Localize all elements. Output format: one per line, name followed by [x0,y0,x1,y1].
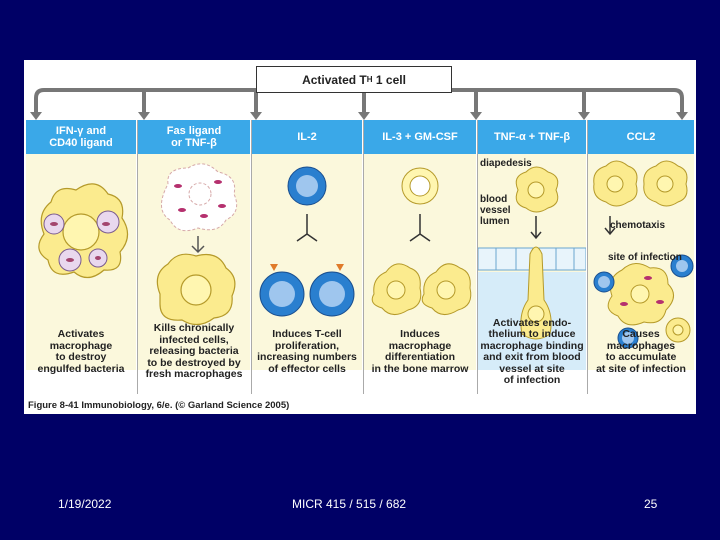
column-fas-ligand: Fas ligand or TNF-β [138,120,250,370]
column-illustration [138,154,250,370]
column-effect-text: Causes macrophages to accumulate at site… [588,312,694,392]
figure-caption: Figure 8-41 Immunobiology, 6/e. (© Garla… [28,400,290,411]
top-label-sub: H [366,75,373,84]
label-text: blood vessel lumen [480,194,511,227]
column-header: IL-2 [252,120,362,154]
column-effect-text: Induces macrophage differentiation in th… [364,312,476,392]
column-illustration [252,154,362,370]
site-of-infection-label: site of infection [608,252,682,263]
column-divider [251,120,252,394]
column-tnf: TNF-α + TNF-β diapedesis blood vessel lu… [478,120,586,370]
distribution-arrows [30,88,688,120]
column-il-2: IL-2 [252,120,362,370]
label-text: chemotaxis [610,220,666,231]
column-il-3-gm-csf: IL-3 + GM-CSF [364,120,476,370]
column-ccl2: CCL2 chemotaxis site of infection [588,120,694,370]
column-header: TNF-α + TNF-β [478,120,586,154]
t-cell-proliferation-icon [259,166,355,317]
column-effect-text: Activates endo- thelium to induce macrop… [478,312,586,392]
effect-text: Induces T-cell proliferation, increasing… [257,328,357,375]
label-text: site of infection [608,252,682,263]
column-illustration [26,154,136,370]
macrophage-differentiation-icon [371,167,472,315]
column-illustration: diapedesis blood vessel lumen [478,154,586,370]
effect-text: Activates macrophage to destroy engulfed… [37,328,125,375]
infected-cell-lysis-icon [156,163,238,326]
column-illustration: chemotaxis site of infection [588,154,694,370]
column-effect-text: Induces T-cell proliferation, increasing… [252,312,362,392]
top-label-end: 1 cell [375,72,406,87]
column-header: Fas ligand or TNF-β [138,120,250,154]
column-header: IFN-γ and CD40 ligand [26,120,136,154]
footer-date: 1/19/2022 [58,497,112,511]
column-header-text: TNF-α + TNF-β [493,131,571,143]
column-header: IL-3 + GM-CSF [364,120,476,154]
blood-vessel-label: blood vessel lumen [480,194,511,227]
effect-text: Kills chronically infected cells, releas… [145,322,243,381]
column-header-text: IFN-γ and CD40 ligand [49,125,113,149]
column-header-text: IL-3 + GM-CSF [382,131,458,143]
column-header-text: CCL2 [626,131,656,143]
label-text: diapedesis [480,158,532,169]
diapedesis-label: diapedesis [480,158,532,169]
activated-macrophage-icon [38,183,129,279]
column-header-text: IL-2 [297,131,317,143]
column-divider [137,120,138,394]
column-divider [363,120,364,394]
effect-text: Causes macrophages to accumulate at site… [596,328,686,375]
effect-text: Induces macrophage differentiation in th… [371,328,469,375]
column-divider [587,120,588,394]
effect-text: Activates endo- thelium to induce macrop… [480,316,584,386]
chemotaxis-icon [593,160,694,349]
chemotaxis-label: chemotaxis [610,220,665,231]
top-label: Activated T [302,72,367,87]
column-effect-text: Activates macrophage to destroy engulfed… [26,312,136,392]
diapedesis-icon [478,166,586,370]
footer-page-number: 25 [644,497,658,511]
column-effect-text: Kills chronically infected cells, releas… [138,312,250,392]
footer-course: MICR 415 / 515 / 682 [292,497,407,511]
column-illustration [364,154,476,370]
column-header-text: Fas ligand or TNF-β [166,125,222,149]
column-header: CCL2 [588,120,694,154]
column-ifn-gamma: IFN-γ and CD40 ligand [26,120,136,370]
